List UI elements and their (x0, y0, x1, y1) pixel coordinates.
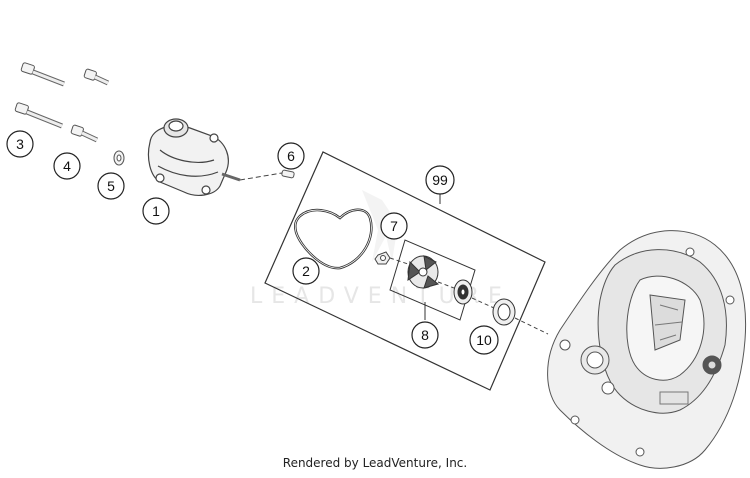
impeller (407, 255, 440, 289)
callout-7: 7 (380, 212, 408, 240)
callout-label: 99 (432, 172, 448, 188)
assembly-line-10b (514, 317, 549, 335)
nut-7 (374, 251, 391, 265)
callout-1: 1 (142, 197, 170, 225)
callout-label: 2 (302, 263, 310, 279)
bolt-long-top (20, 62, 65, 87)
callout-2: 2 (292, 257, 320, 285)
clutch-cover (547, 230, 747, 469)
kit-frame-99 (264, 151, 546, 391)
callout-5: 5 (97, 172, 125, 200)
callout-6: 6 (277, 142, 305, 170)
dowel-pin-6 (281, 169, 295, 179)
washer-5 (113, 150, 125, 166)
bolt-short-4 (70, 124, 99, 143)
callout-3: 3 (6, 130, 34, 158)
callout-label: 5 (107, 178, 115, 194)
callout-label: 8 (421, 327, 429, 343)
bolt-short-top (83, 68, 110, 86)
callout-8: 8 (411, 321, 439, 349)
callout-label: 7 (390, 218, 398, 234)
water-pump-cover (147, 118, 241, 196)
gasket-2-highlight (294, 209, 372, 269)
impeller-kit-frame-8 (389, 239, 476, 321)
bolt-long-3 (14, 102, 63, 129)
callout-label: 4 (63, 158, 71, 174)
seal-disc (453, 279, 473, 305)
callout-10: 10 (469, 325, 499, 355)
callout-label: 6 (287, 148, 295, 164)
callout-99: 99 (425, 165, 455, 195)
seal-ring-10 (492, 298, 516, 326)
callout-label: 10 (476, 332, 492, 348)
callout-label: 3 (16, 136, 24, 152)
callout-4: 4 (53, 152, 81, 180)
assembly-line-6 (239, 172, 283, 181)
callout-label: 1 (152, 203, 160, 219)
footer-credit: Rendered by LeadVenture, Inc. (282, 456, 468, 470)
assembly-line-7 (389, 257, 409, 265)
assembly-line-impeller (437, 281, 455, 289)
watermark-logo (362, 190, 398, 262)
